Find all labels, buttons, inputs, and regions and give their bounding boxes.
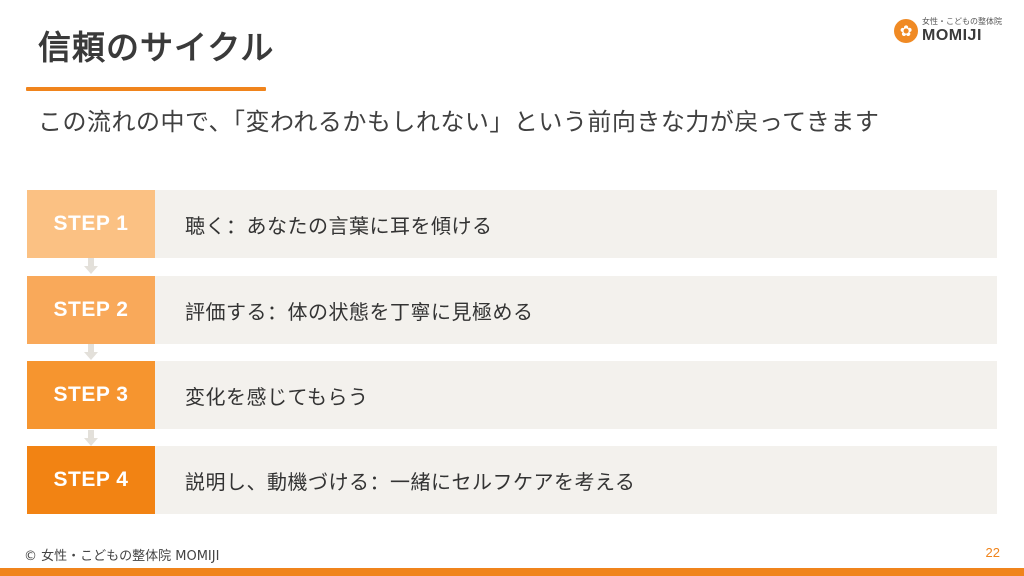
step-row-1: STEP 1 聴く：あなたの言葉に耳を傾ける [27,190,997,258]
footer-bar [0,568,1024,576]
step-label: STEP 4 [27,446,155,514]
logo-text: 女性・こどもの整体院 MOMIJI [922,18,1002,44]
copyright-text: © 女性・こどもの整体院 MOMIJI [24,549,220,564]
step-label: STEP 2 [27,276,155,344]
step-row-2: STEP 2 評価する：体の状態を丁寧に見極める [27,276,997,344]
step-label: STEP 3 [27,361,155,429]
down-arrow-icon [84,258,98,274]
page-number: 22 [985,545,1000,560]
step-text: 変化を感じてもらう [155,361,997,429]
page-title: 信頼のサイクル [38,28,275,67]
step-row-3: STEP 3 変化を感じてもらう [27,361,997,429]
down-arrow-icon [84,430,98,446]
brand-logo: ✿ 女性・こどもの整体院 MOMIJI [894,18,1002,44]
logo-subtext: 女性・こどもの整体院 [922,17,1002,26]
step-text: 聴く：あなたの言葉に耳を傾ける [155,190,997,258]
page-subtitle: この流れの中で、「変われるかもしれない」という前向きな力が戻ってきます [38,108,880,136]
step-label: STEP 1 [27,190,155,258]
step-row-4: STEP 4 説明し、動機づける：一緒にセルフケアを考える [27,446,997,514]
logo-maintext: MOMIJI [922,27,982,44]
title-underline [26,87,266,91]
down-arrow-icon [84,344,98,360]
step-text: 評価する：体の状態を丁寧に見極める [155,276,997,344]
maple-leaf-icon: ✿ [894,19,918,43]
step-text: 説明し、動機づける：一緒にセルフケアを考える [155,446,997,514]
